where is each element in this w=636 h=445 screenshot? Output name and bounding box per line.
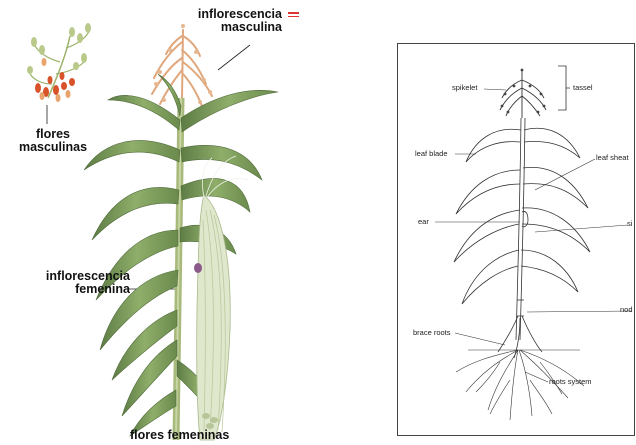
label-node: nod — [620, 306, 635, 314]
leader-inflorescencia-masculina — [218, 45, 250, 70]
label-spikelet: spikelet — [452, 84, 477, 92]
label-inflorescencia-masculina: inflorescencia masculina — [190, 8, 282, 34]
label-line: masculinas — [8, 141, 98, 154]
red-mark-icon — [288, 12, 299, 18]
label-leaf-blade: leaf blade — [415, 150, 448, 158]
tassel-branches — [500, 70, 546, 118]
tassel-inflorescencia-masculina — [152, 30, 212, 106]
label-roots-system: roots system — [549, 378, 592, 386]
lineart-stalk — [516, 118, 525, 340]
label-brace-roots: brace roots — [413, 329, 451, 337]
label-silk: si — [627, 220, 635, 228]
label-line: masculina — [190, 21, 282, 34]
label-inflorescencia-femenina: inflorescencia femenina — [0, 270, 130, 296]
female-flower-bud — [194, 263, 202, 273]
label-flores-femeninas: flores femeninas — [130, 429, 229, 442]
label-line: femenina — [0, 283, 130, 296]
label-tassel: tassel — [573, 84, 593, 92]
label-flores-masculinas: flores masculinas — [8, 128, 98, 154]
lineart-plant — [435, 66, 632, 420]
flores-masculinas-cluster — [27, 23, 91, 102]
label-ear: ear — [418, 218, 429, 226]
label-leaf-sheath: leaf sheat — [596, 154, 634, 162]
lineart-leaders — [435, 89, 632, 382]
tassel-bracket — [558, 66, 570, 110]
